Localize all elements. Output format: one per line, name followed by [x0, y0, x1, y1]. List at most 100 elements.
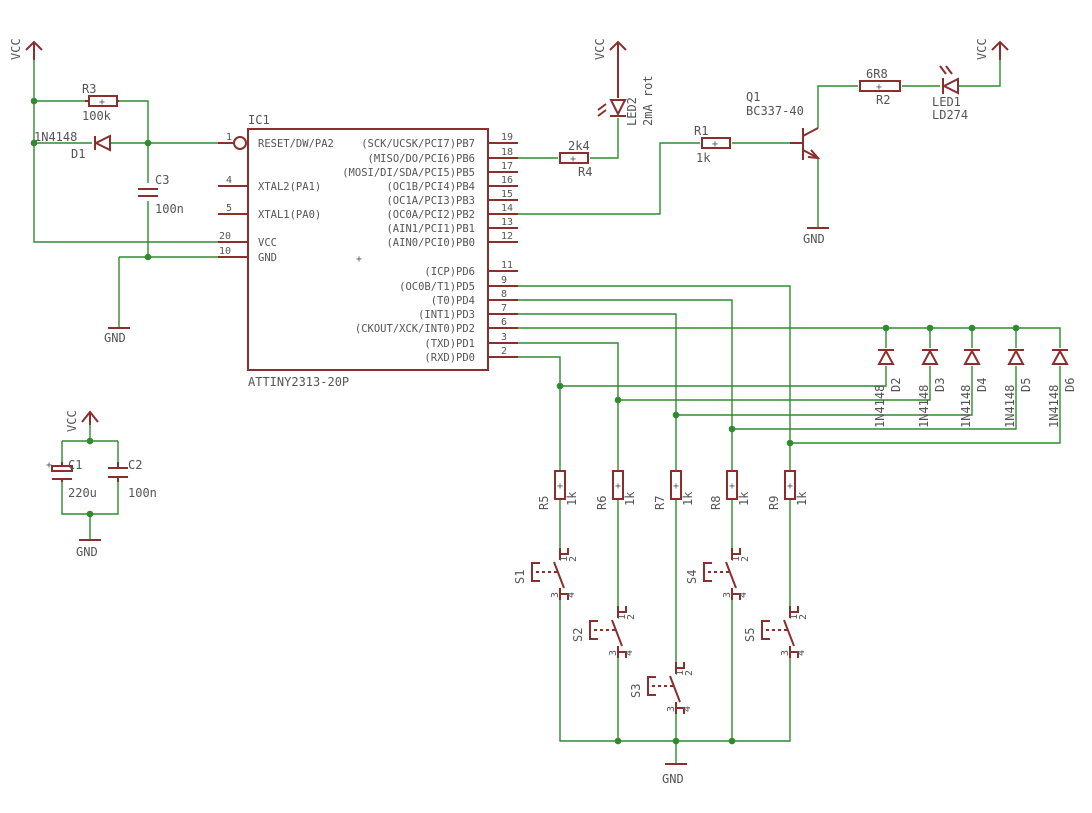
resistor-body	[726, 470, 738, 500]
d1-triangle	[93, 134, 111, 152]
ic1-pin-name: (MOSI/DI/SDA/PCI5)PB5	[342, 167, 475, 179]
switch-pin-num: 3	[608, 650, 619, 656]
diode-ref: D2	[889, 378, 903, 392]
wire	[817, 85, 858, 128]
switch-ref: S2	[571, 628, 585, 642]
ic1-pin-name: XTAL1(PA0)	[258, 209, 321, 221]
switch-button	[531, 562, 540, 582]
wire	[958, 60, 1001, 87]
diode-triangle	[1007, 348, 1025, 365]
resistor-ref: R9	[767, 496, 781, 510]
junction	[786, 439, 794, 447]
c3-value: 100n	[155, 202, 184, 216]
c2-value: 100n	[128, 486, 157, 500]
ic1-pin-num: 13	[501, 217, 513, 228]
c3: C3 100n	[138, 173, 184, 216]
r4: + 2k4 R4	[559, 139, 592, 179]
diode-ref: D6	[1063, 378, 1077, 392]
switch-pin-ticks	[790, 606, 799, 658]
junction	[1012, 324, 1020, 332]
diode-triangle	[921, 348, 939, 365]
junction	[614, 737, 622, 745]
ic1-pin-name: (AIN0/PCI0)PB0	[386, 237, 475, 249]
vcc-symbol-caps: VCC	[65, 410, 99, 432]
led1-ref: LED1	[932, 95, 961, 109]
r1: + R1 1k	[694, 124, 731, 165]
r4-body	[559, 152, 589, 164]
ic1-pin-name: GND	[258, 252, 277, 264]
ic1-pin-name: (MISO/DO/PCI6)PB6	[368, 153, 475, 165]
wire	[732, 366, 1017, 430]
ic1-pin-name: (OC1A/PCI3)PB3	[386, 195, 475, 207]
ic1-pin-num: 3	[501, 332, 507, 343]
ic1-pin-name: RESET/DW/PA2	[258, 138, 334, 150]
led2-rays	[597, 103, 607, 117]
ic1-pin-num: 18	[501, 147, 513, 158]
d1-value: 1N4148	[34, 130, 77, 144]
ic1-pin-num: 2	[501, 346, 507, 357]
r1-plus: +	[712, 139, 718, 150]
switch-pin-num: 2	[740, 556, 751, 562]
r3: + R3 100k	[82, 82, 119, 123]
switch-ref: S3	[629, 684, 643, 698]
ic1-pin-name: (RXD)PD0	[424, 352, 475, 364]
r2-plus: +	[876, 82, 882, 93]
ic1-pin-name: (OC0B/T1)PD5	[399, 281, 475, 293]
wire	[518, 356, 561, 470]
c1-value: 220u	[68, 486, 97, 500]
resistor-body	[784, 470, 796, 500]
diode-value: 1N4148	[1047, 385, 1061, 428]
gnd-symbol-caps: GND	[76, 539, 101, 559]
r4-value: 2k4	[568, 139, 590, 153]
ic1-body	[247, 128, 489, 371]
switch-button	[589, 620, 598, 640]
diode-value: 1N4148	[959, 385, 973, 428]
ic1-pin-num: 20	[219, 231, 231, 242]
q1-collector	[802, 127, 819, 137]
resistor-body	[670, 470, 682, 500]
r2-value: 6R8	[866, 67, 888, 81]
c1: + C1 220u	[46, 458, 97, 500]
r3-ref: R3	[82, 82, 96, 96]
led2-value: 2mA rot	[641, 75, 655, 126]
switch-pin-num: 2	[626, 614, 637, 620]
diode-value: 1N4148	[1003, 385, 1017, 428]
junction	[556, 382, 564, 390]
r2-ref: R2	[876, 93, 890, 107]
junction	[30, 139, 38, 147]
ic1-pin-name: (T0)PD4	[431, 295, 475, 307]
ic1-pin-name: (AIN1/PCI1)PB1	[386, 223, 475, 235]
led1-triangle	[941, 77, 959, 95]
led2-triangle	[609, 99, 627, 117]
junction	[728, 425, 736, 433]
diode-ref: D5	[1019, 378, 1033, 392]
ic1-pin-num: 16	[501, 175, 513, 186]
switch-lever	[725, 561, 737, 589]
pin-inverter-bubble	[233, 136, 247, 150]
switch-pin-num: 1	[731, 556, 742, 562]
ic1-pin-num: 14	[501, 203, 513, 214]
resistor-plus: +	[787, 481, 793, 492]
resistor-body	[612, 470, 624, 500]
gnd-symbol-left: GND	[104, 327, 130, 345]
gnd-label: GND	[803, 232, 825, 246]
vcc-label: VCC	[975, 38, 989, 60]
r2-body	[859, 80, 901, 92]
r2: + 6R8 R2	[859, 67, 901, 107]
resistor-value: 1k	[681, 491, 695, 506]
ic1-pin-num: 5	[226, 203, 232, 214]
ic1-right-pins: 19(SCK/UCSK/PCI7)PB718(MISO/DO/PCI6)PB61…	[342, 132, 518, 364]
ic1-pin-name: VCC	[258, 237, 277, 249]
ic1-value: ATTINY2313-20P	[248, 375, 349, 389]
led2: LED2 2mA rot	[597, 75, 655, 126]
gnd-label: GND	[662, 772, 684, 786]
led1-value: LD274	[932, 108, 968, 122]
wire	[518, 327, 1061, 348]
ic1-pin-num: 8	[501, 289, 507, 300]
c2-ref: C2	[128, 458, 142, 472]
junction	[728, 737, 736, 745]
